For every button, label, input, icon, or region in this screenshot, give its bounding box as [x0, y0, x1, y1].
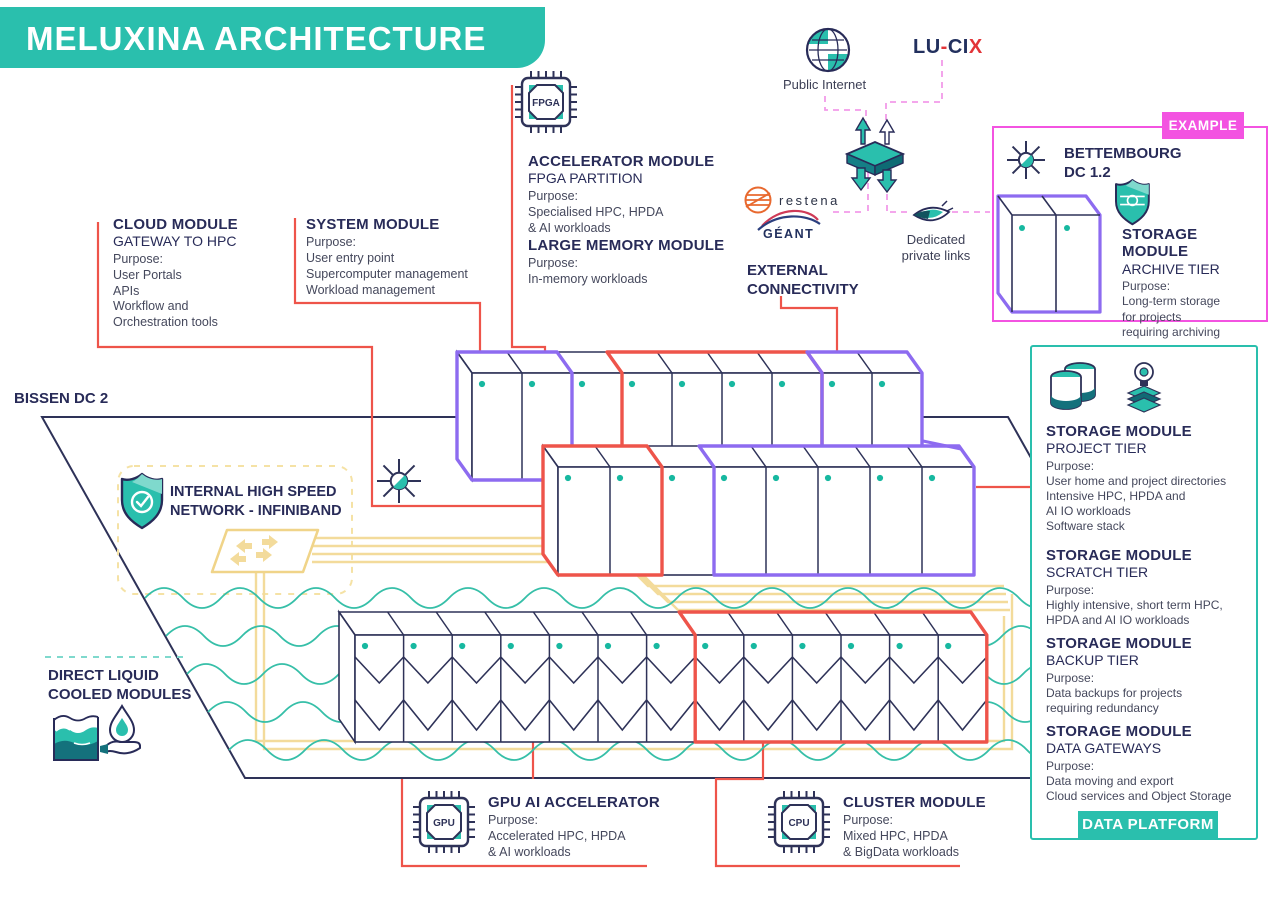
geant-logo-text: GÉANT	[763, 227, 815, 241]
archive-tier-subtitle: ARCHIVE TIER	[1122, 260, 1220, 277]
lucix-logo: LU-CIX	[913, 36, 983, 58]
archive-shield-icon	[1115, 179, 1150, 226]
data-platform-panel: STORAGE MODULE PROJECT TIER Purpose: Use…	[1030, 345, 1258, 840]
data-gateways-subtitle: DATA GATEWAYS	[1046, 740, 1162, 757]
svg-text:FPGA: FPGA	[532, 98, 560, 109]
scratch-tier-purpose: Purpose: Highly intensive, short term HP…	[1046, 583, 1223, 628]
accelerator-module-purpose: Purpose: Specialised HPC, HPDA & AI work…	[528, 189, 664, 235]
data-gateways-purpose: Purpose: Data moving and export Cloud se…	[1046, 759, 1232, 804]
gpu-module-label: GPU AI ACCELERATOR Purpose: Accelerated …	[488, 794, 678, 861]
system-module-label: SYSTEM MODULE Purpose: User entry point …	[306, 216, 516, 298]
fpga-chip-icon: FPGA	[515, 71, 577, 133]
storage-icons	[1050, 362, 1162, 413]
cluster-module-label: CLUSTER MODULE Purpose: Mixed HPC, HPDA …	[843, 794, 1033, 861]
data-gateways-title: STORAGE MODULE	[1046, 723, 1192, 740]
backup-tier-purpose: Purpose: Data backups for projects requi…	[1046, 671, 1183, 716]
network-shield-icon	[120, 472, 164, 530]
gpu-module-title: GPU AI ACCELERATOR	[488, 794, 660, 811]
example-badge: EXAMPLE	[1162, 112, 1244, 139]
scratch-tier-block: STORAGE MODULE SCRATCH TIER Purpose: Hig…	[1046, 547, 1252, 628]
external-link-lines	[824, 60, 990, 213]
rack-row-top-section	[455, 350, 574, 482]
liquid-cooling-tank-icon	[53, 715, 99, 761]
system-module-title: SYSTEM MODULE	[306, 216, 440, 233]
large-memory-module-label: LARGE MEMORY MODULE Purpose: In-memory w…	[528, 237, 748, 288]
direct-liquid-label: DIRECT LIQUID COOLED MODULES	[48, 667, 192, 703]
title-banner: MELUXINA ARCHITECTURE	[0, 7, 545, 68]
public-internet-label: Public Internet	[783, 77, 867, 92]
dedicated-links-icon	[912, 200, 954, 222]
bissen-dc-label: BISSEN DC 2	[14, 390, 109, 407]
dedicated-links-label: Dedicated private links	[901, 232, 971, 264]
data-gateways-block: STORAGE MODULE DATA GATEWAYS Purpose: Da…	[1046, 723, 1252, 804]
large-memory-title: LARGE MEMORY MODULE	[528, 237, 725, 254]
data-platform-badge: DATA PLATFORM	[1078, 811, 1218, 839]
module-connector-lines	[96, 85, 1032, 868]
cpu-chip-icon: CPU	[768, 791, 830, 853]
cloud-module-title: CLOUD MODULE	[113, 216, 238, 233]
rack-row-middle-section	[697, 444, 976, 577]
scratch-tier-title: STORAGE MODULE	[1046, 547, 1192, 564]
external-connectivity-label: EXTERNAL CONNECTIVITY	[747, 262, 859, 298]
rack-row-bottom-section	[677, 610, 989, 744]
cloud-module-label: CLOUD MODULE GATEWAY TO HPC Purpose: Use…	[113, 216, 293, 331]
rack-row-middle-section	[541, 444, 664, 577]
backup-tier-block: STORAGE MODULE BACKUP TIER Purpose: Data…	[1046, 635, 1252, 716]
project-tier-block: STORAGE MODULE PROJECT TIER Purpose: Use…	[1046, 423, 1252, 535]
example-box	[992, 126, 1268, 322]
infiniband-label: INTERNAL HIGH SPEED NETWORK - INFINIBAND	[170, 484, 342, 519]
system-module-purpose: Purpose: User entry point Supercomputer …	[306, 235, 468, 297]
infiniband-dashed-zone	[117, 465, 353, 595]
geant-logo-icon	[757, 209, 821, 231]
software-stack-icon	[1126, 362, 1162, 413]
rack-top-right-edge	[922, 439, 962, 451]
page-title: MELUXINA ARCHITECTURE	[26, 20, 487, 57]
accelerator-module-subtitle: FPGA PARTITION	[528, 170, 643, 187]
database-icon	[1050, 362, 1096, 410]
cluster-module-title: CLUSTER MODULE	[843, 794, 986, 811]
backup-tier-subtitle: BACKUP TIER	[1046, 652, 1139, 669]
archive-cabinet	[996, 194, 1102, 314]
accelerator-module-label: ACCELERATOR MODULE FPGA PARTITION Purpos…	[528, 153, 738, 236]
cloud-module-subtitle: GATEWAY TO HPC	[113, 233, 237, 250]
rack-row-bottom	[337, 609, 989, 745]
backup-tier-title: STORAGE MODULE	[1046, 635, 1192, 652]
restena-logo-icon	[744, 186, 772, 214]
snowflake-icon	[1007, 141, 1045, 179]
gpu-chip-icon: GPU	[413, 791, 475, 853]
cloud-module-purpose: Purpose: User Portals APIs Workflow and …	[113, 252, 218, 330]
infiniband-switch-icon	[210, 528, 320, 574]
cluster-module-purpose: Purpose: Mixed HPC, HPDA & BigData workl…	[843, 813, 960, 859]
accelerator-module-title: ACCELERATOR MODULE	[528, 153, 715, 170]
large-memory-purpose: Purpose: In-memory workloads	[528, 256, 648, 286]
svg-text:CPU: CPU	[788, 818, 809, 829]
archive-tier-purpose: Purpose: Long-term storage for projects …	[1122, 279, 1221, 339]
hand-droplet-icon	[100, 704, 141, 755]
edge-router-icon	[844, 116, 906, 194]
project-tier-title: STORAGE MODULE	[1046, 423, 1192, 440]
restena-logo-text: restena	[779, 193, 840, 208]
scratch-tier-subtitle: SCRATCH TIER	[1046, 564, 1149, 581]
snowflake-icon	[377, 459, 421, 503]
archive-tier-label: STORAGE MODULE ARCHIVE TIER Purpose: Lon…	[1122, 226, 1262, 340]
public-internet-globe-icon	[805, 27, 851, 73]
bettembourg-label: BETTEMBOURG DC 1.2	[1064, 145, 1182, 181]
gpu-module-purpose: Purpose: Accelerated HPC, HPDA & AI work…	[488, 813, 626, 859]
svg-text:GPU: GPU	[433, 818, 455, 829]
project-tier-subtitle: PROJECT TIER	[1046, 440, 1147, 457]
rack-row-middle	[541, 443, 976, 578]
archive-tier-title: STORAGE MODULE	[1122, 226, 1198, 261]
project-tier-purpose: Purpose: User home and project directori…	[1046, 459, 1227, 534]
